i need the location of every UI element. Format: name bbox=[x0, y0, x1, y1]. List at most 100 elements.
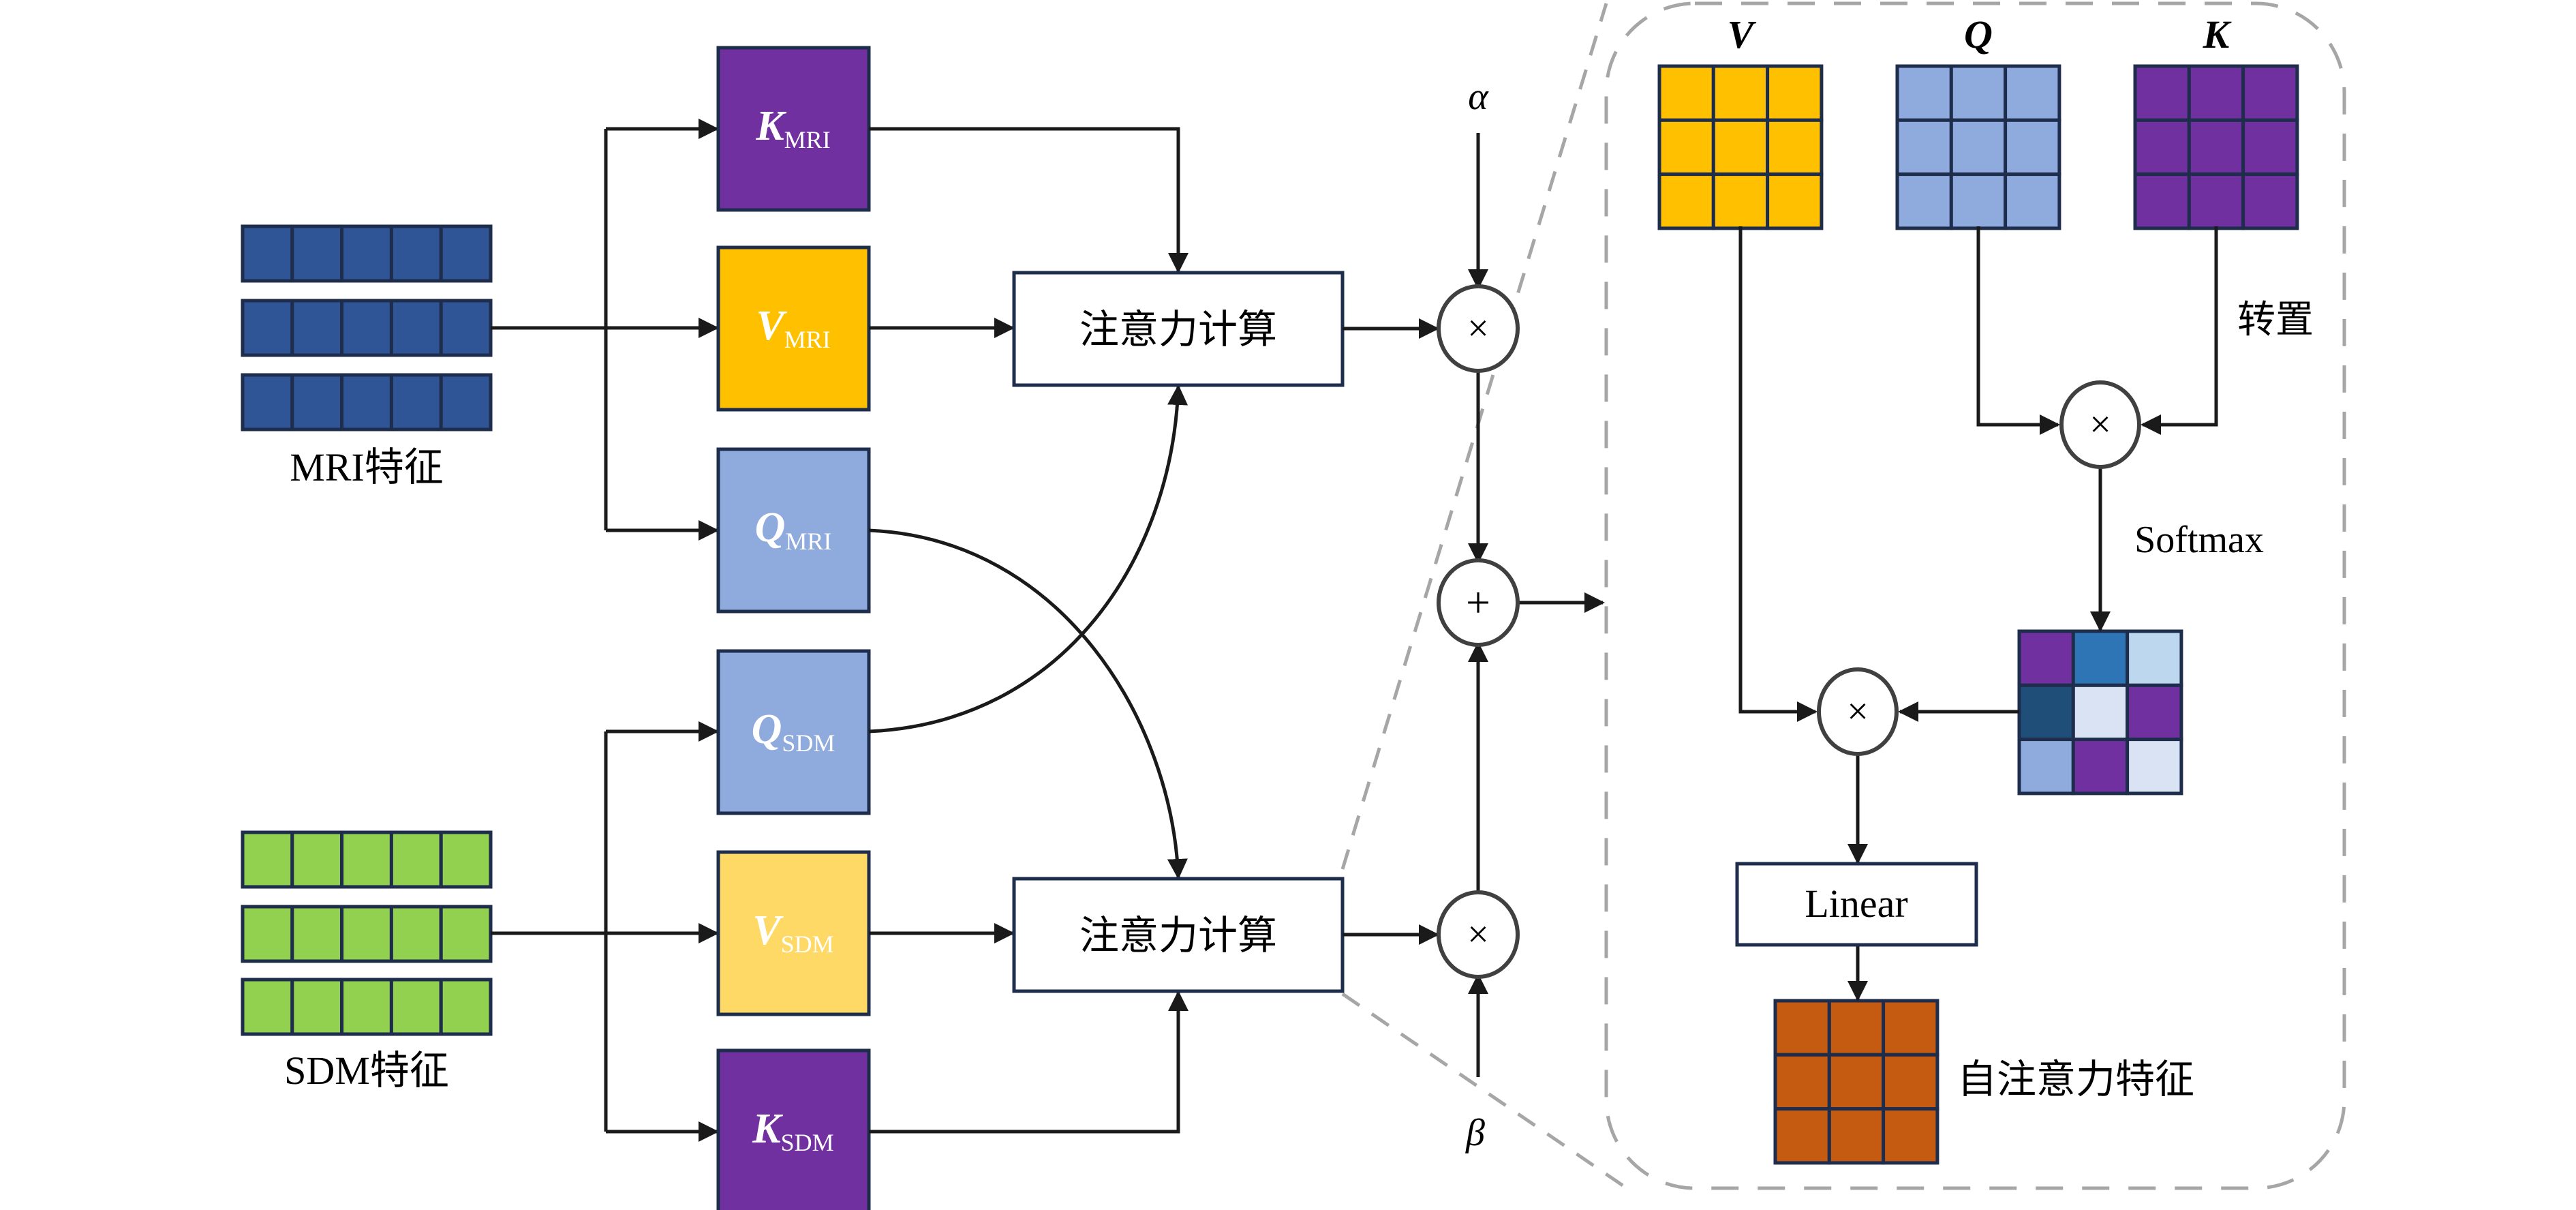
attention-box-bottom: 注意力计算 bbox=[1012, 877, 1345, 993]
sdm-feature-cell bbox=[340, 905, 393, 963]
output-matrix-cell bbox=[1773, 999, 1831, 1057]
svg-text:QMRI: QMRI bbox=[755, 504, 832, 555]
av-multiply-node: × bbox=[1817, 667, 1899, 756]
detail-v-label: V bbox=[1728, 12, 1757, 57]
value-matrix-cell bbox=[1657, 64, 1715, 122]
attention-map-cell bbox=[2126, 683, 2183, 742]
v-mri-box: VMRI bbox=[716, 245, 871, 412]
attention-map-cell bbox=[2017, 738, 2075, 796]
mri-feature-cell bbox=[340, 299, 393, 357]
v-mri-subscript: MRI bbox=[784, 326, 831, 353]
alpha-label: α bbox=[1468, 76, 1489, 118]
add-symbol: + bbox=[1466, 578, 1490, 626]
sdm-feature-cell bbox=[439, 978, 493, 1036]
linear-label: Linear bbox=[1805, 881, 1907, 926]
linear-box: Linear bbox=[1735, 862, 1978, 947]
attention-label-top: 注意力计算 bbox=[1079, 306, 1277, 352]
svg-text:QSDM: QSDM bbox=[752, 706, 835, 757]
attention-map-cell bbox=[2071, 629, 2130, 687]
zoom-guide-top bbox=[1340, 3, 1608, 870]
key-matrix-cell bbox=[2133, 118, 2191, 177]
sdm-feature-cell bbox=[340, 830, 393, 889]
attention-map-cell bbox=[2017, 629, 2075, 687]
query-matrix-cell bbox=[1895, 172, 1953, 230]
key-matrix-cell bbox=[2187, 64, 2245, 122]
k-mri-subscript: MRI bbox=[784, 126, 831, 153]
sdm-feature-cell bbox=[389, 978, 443, 1036]
query-matrix-cell bbox=[1949, 172, 2008, 230]
fusion-connectors bbox=[1343, 133, 1605, 1077]
qk-multiply-symbol: × bbox=[2089, 404, 2111, 446]
sdm-feature-cell bbox=[290, 830, 344, 889]
output-matrix-cell bbox=[1827, 1053, 1886, 1111]
multiply-symbol-beta: × bbox=[1467, 913, 1489, 956]
k-mri-box: KMRI bbox=[716, 46, 871, 212]
multiply-symbol-alpha: × bbox=[1467, 307, 1489, 350]
query-matrix bbox=[1895, 64, 2061, 230]
mri-feature-cell bbox=[241, 299, 294, 357]
output-matrix-cell bbox=[1773, 1053, 1831, 1111]
mri-feature-cell bbox=[290, 299, 344, 357]
query-matrix-cell bbox=[1895, 118, 1953, 177]
svg-text:VSDM: VSDM bbox=[752, 907, 833, 958]
attention-map-cell bbox=[2071, 738, 2130, 796]
v-sdm-subscript: SDM bbox=[781, 931, 834, 958]
v-mri-symbol: V bbox=[756, 303, 787, 349]
q-sdm-subscript: SDM bbox=[782, 729, 835, 757]
value-matrix-cell bbox=[1657, 118, 1715, 177]
mri-feature-cell bbox=[290, 373, 344, 432]
value-matrix-cell bbox=[1766, 118, 1824, 177]
multiply-node-alpha: × bbox=[1437, 284, 1520, 373]
sdm-branch-connectors bbox=[491, 721, 719, 1142]
value-matrix-cell bbox=[1711, 118, 1770, 177]
sdm-feature-cell bbox=[389, 905, 443, 963]
projection-connectors bbox=[868, 127, 1189, 1134]
q-mri-symbol: Q bbox=[755, 504, 786, 551]
sdm-feature-cell bbox=[241, 978, 294, 1036]
multiply-node-beta: × bbox=[1437, 890, 1520, 979]
mri-feature-cell bbox=[241, 224, 294, 283]
mri-feature-cell bbox=[439, 299, 493, 357]
sdm-feature-label: SDM特征 bbox=[284, 1048, 449, 1093]
sdm-feature-cell bbox=[290, 978, 344, 1036]
qk-multiply-node: × bbox=[2059, 380, 2141, 469]
sdm-feature-cell bbox=[340, 978, 393, 1036]
q-sdm-box: QSDM bbox=[716, 649, 871, 815]
k-sdm-subscript: SDM bbox=[781, 1129, 834, 1156]
zoom-guide-bottom bbox=[1341, 992, 1630, 1192]
key-matrix-cell bbox=[2187, 172, 2245, 230]
av-multiply-symbol: × bbox=[1847, 691, 1869, 733]
sdm-feature-cell bbox=[389, 830, 443, 889]
attention-map-cell bbox=[2126, 629, 2183, 687]
sdm-feature-cell bbox=[439, 905, 493, 963]
key-matrix-cell bbox=[2133, 64, 2191, 122]
output-matrix-cell bbox=[1827, 999, 1886, 1057]
output-matrix-cell bbox=[1882, 1107, 1939, 1165]
q-sdm-symbol: Q bbox=[752, 706, 782, 753]
key-matrix-cell bbox=[2241, 64, 2299, 122]
svg-text:VMRI: VMRI bbox=[756, 303, 830, 353]
value-matrix-cell bbox=[1711, 64, 1770, 122]
mri-feature-cell bbox=[389, 299, 443, 357]
query-matrix-cell bbox=[1895, 64, 1953, 122]
query-matrix-cell bbox=[2004, 118, 2061, 177]
mri-feature-cell bbox=[389, 373, 443, 432]
sdm-feature-cell bbox=[439, 830, 493, 889]
mri-feature-bars bbox=[241, 224, 493, 432]
detail-connectors bbox=[1738, 226, 2218, 1001]
mri-feature-cell bbox=[290, 224, 344, 283]
value-matrix bbox=[1657, 64, 1824, 230]
attention-map-cell bbox=[2017, 683, 2075, 742]
key-matrix-cell bbox=[2133, 172, 2191, 230]
query-matrix-cell bbox=[2004, 172, 2061, 230]
query-matrix-cell bbox=[1949, 64, 2008, 122]
v-sdm-box: VSDM bbox=[716, 850, 871, 1016]
key-matrix-cell bbox=[2187, 118, 2245, 177]
mri-feature-cell bbox=[340, 373, 393, 432]
q-mri-box: QMRI bbox=[716, 447, 871, 614]
output-matrix-cell bbox=[1882, 1053, 1939, 1111]
k-sdm-box: KSDM bbox=[716, 1048, 871, 1210]
mri-feature-label: MRI特征 bbox=[290, 445, 444, 489]
